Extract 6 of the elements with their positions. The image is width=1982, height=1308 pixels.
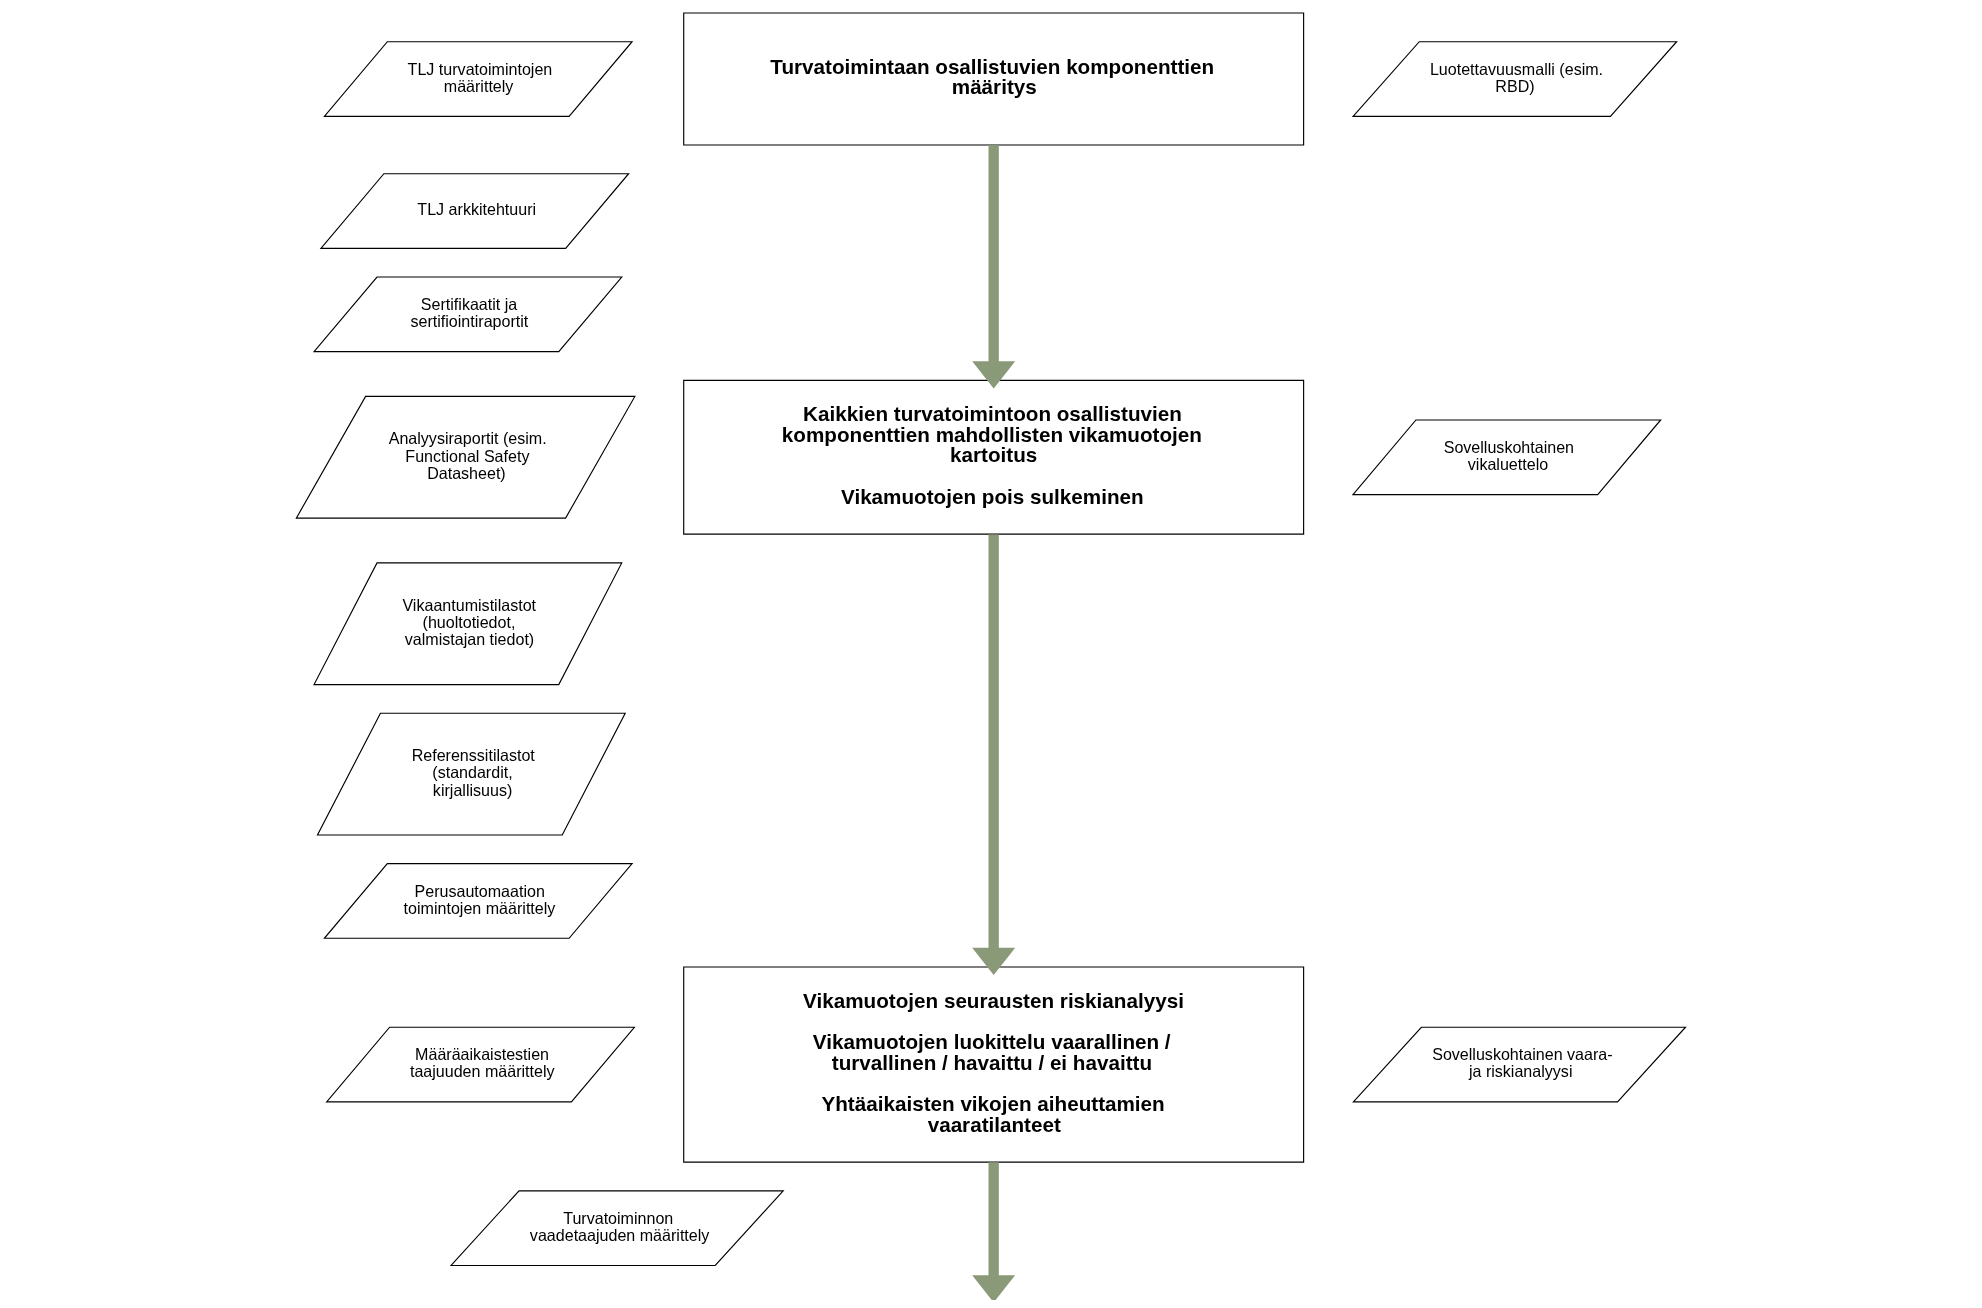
node-box: Turvatoimintaan osallistuvien komponenttien määritys [683,12,1305,146]
arrow [972,145,1016,389]
arrow [972,534,1016,976]
node-box: Kaikkien turvatoimintoon osallistuvien komponenttien mahdollisten vikamuotojen kartoitus Vikamuotojen pois sulkeminen [683,379,1305,535]
node-box: Vikamuotojen seurausten riskianalyysi Vikamuotojen luokittelu vaarallinen / turvallinen / havaittu / ei havaittu Yhtäaikaisten vikojen aiheuttamien vaaratilanteet [683,966,1305,1163]
arrow [972,1162,1016,1300]
